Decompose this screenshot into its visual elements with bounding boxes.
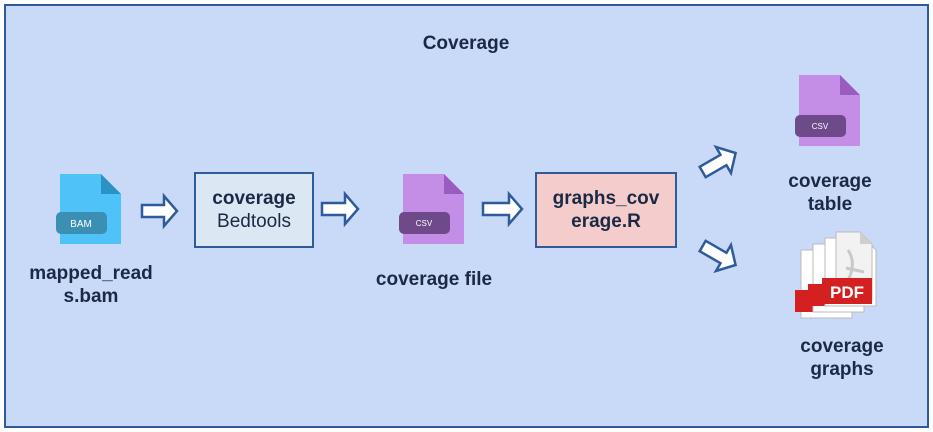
arrow-right-icon xyxy=(140,192,179,230)
coverage-table-label: coverage table xyxy=(770,170,890,216)
input-file-label-line1: mapped_read xyxy=(29,263,153,284)
pdf-badge-text: PDF xyxy=(830,283,864,302)
csv-badge-text: CSV xyxy=(812,122,829,131)
bedtools-step-tool: Bedtools xyxy=(217,211,291,232)
coverage-graphs-label: coverage graphs xyxy=(782,335,902,381)
arrow-diagonal-icon xyxy=(697,239,738,274)
bam-badge-text: BAM xyxy=(70,219,92,230)
coverage-table-label-line2: table xyxy=(807,194,853,215)
csv-file-icon: CSV xyxy=(399,174,464,244)
csv-file-icon: CSV xyxy=(795,75,860,146)
csv-badge-text: CSV xyxy=(416,219,433,228)
bedtools-step-box: coverage Bedtools xyxy=(194,172,314,248)
bedtools-step-title: coverage xyxy=(212,188,296,209)
arrow-diagonal-icon xyxy=(697,144,738,179)
input-file-label-line2: s.bam xyxy=(63,286,119,307)
coverage-graphs-label-line2: graphs xyxy=(810,359,874,380)
coverage-graphs-label-line1: coverage xyxy=(800,336,884,357)
script-step-line1: graphs_cov xyxy=(552,188,660,209)
script-step-line2: erage.R xyxy=(571,211,641,232)
script-step-box: graphs_cov erage.R xyxy=(535,172,677,248)
bam-file-icon: BAM xyxy=(56,174,121,244)
arrow-right-icon xyxy=(481,190,524,228)
input-file-label: mapped_read s.bam xyxy=(16,262,166,308)
coverage-table-label-line1: coverage xyxy=(788,171,872,192)
diagram-title: Coverage xyxy=(422,33,510,54)
coverage-file-label: coverage file xyxy=(375,269,493,290)
pdf-stack-icon: PDF xyxy=(795,231,877,319)
arrow-right-icon xyxy=(320,190,360,228)
